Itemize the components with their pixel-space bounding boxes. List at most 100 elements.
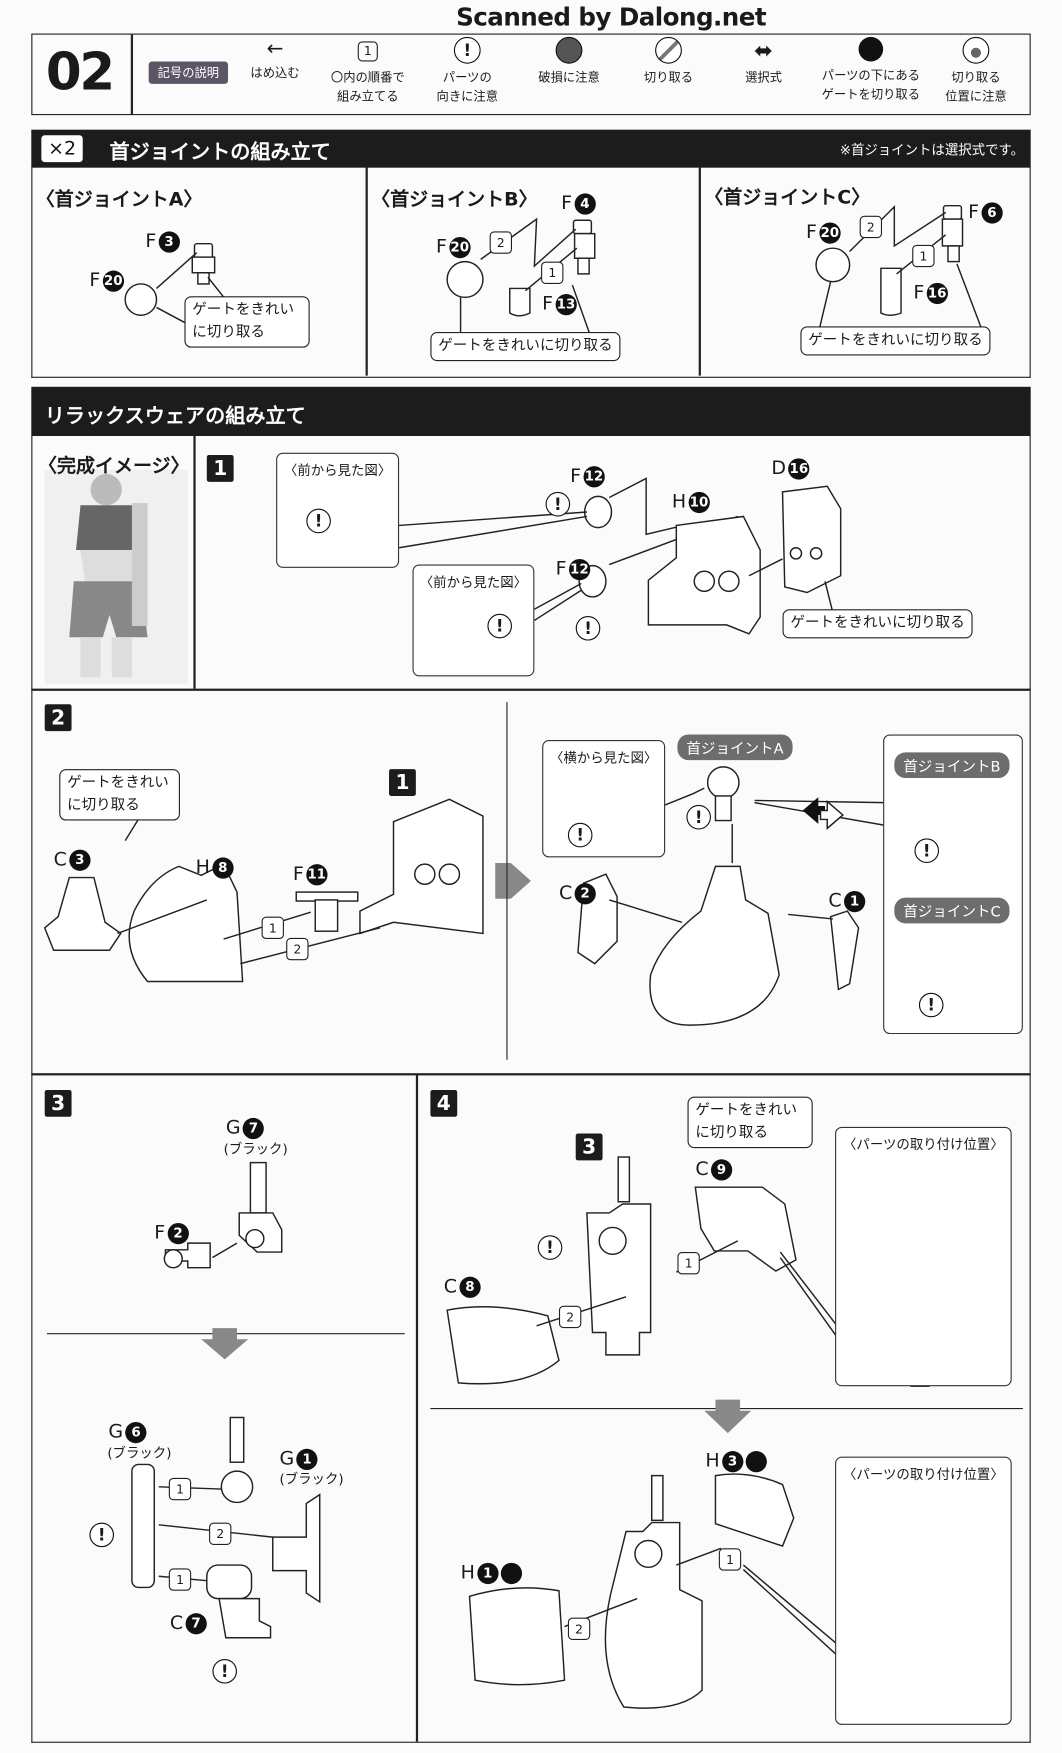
legend-header: 02 記号の説明 ← はめ込む 1 〇内の順番で 組み立てる パーツの 向きに注…	[31, 33, 1031, 116]
step-order-2: 2	[286, 937, 309, 961]
step-order-2: 2	[859, 215, 883, 239]
exclamation-icon	[567, 822, 593, 848]
exclamation-icon	[545, 491, 571, 517]
legend-label: 切り取る	[643, 70, 694, 85]
legend-label: 向きに注意	[436, 89, 499, 104]
legend-item-order: 1 〇内の順番で 組み立てる	[325, 41, 410, 105]
step-order-2: 2	[489, 231, 512, 254]
front-view-box: 〈前から見た図〉	[412, 564, 535, 677]
front-view-box: 〈前から見た図〉	[276, 452, 400, 568]
step-order-1: 1	[718, 1548, 742, 1571]
exclamation-icon	[453, 36, 481, 64]
neck-joint-c-title: 〈首ジョイントC〉	[704, 186, 871, 210]
section-note: ※首ジョイントは選択式です。	[839, 141, 1024, 158]
legend-label: 切り取る	[951, 70, 1001, 85]
legend-item-breakage: 破損に注意	[531, 36, 607, 86]
header-divider	[130, 34, 133, 115]
neck-joint-c-drawing	[815, 204, 983, 329]
exclamation-icon	[686, 804, 711, 830]
step-number-2: 2	[44, 704, 72, 732]
ref-step-1: 1	[389, 769, 416, 796]
view-label: 〈横から見た図〉	[549, 750, 658, 766]
view-label: 〈前から見た図〉	[419, 574, 528, 591]
divider	[193, 435, 196, 689]
gate-cut-callout: ゲートをきれいに切り取る	[184, 296, 310, 348]
exclamation-icon	[89, 1522, 115, 1548]
legend-label: 破損に注意	[538, 70, 600, 85]
exclamation-icon	[487, 613, 512, 639]
step-order-1: 1	[677, 1252, 700, 1275]
completion-image-label: 〈完成イメージ〉	[38, 454, 190, 478]
step-order-1: 1	[541, 261, 564, 284]
panel-divider	[698, 166, 701, 376]
quantity-badge: ×2	[41, 135, 83, 163]
exclamation-icon	[537, 1235, 563, 1260]
neck-joint-b-tag: 首ジョイントB	[894, 752, 1010, 779]
neck-panels	[31, 166, 1031, 378]
cut-position-icon	[962, 36, 990, 64]
legend-label: 選択式	[745, 70, 782, 85]
selection-arrows-icon: ⬌	[754, 36, 773, 64]
watermark: Scanned by Dalong.net	[456, 4, 767, 33]
neck-joint-b-title: 〈首ジョイントB〉	[371, 188, 538, 212]
neck-joint-c-tag: 首ジョイントC	[894, 897, 1010, 924]
divider	[415, 1074, 418, 1742]
divider	[31, 1073, 1031, 1075]
legend-title: 記号の説明	[148, 61, 229, 84]
neck-joint-a-drawing	[124, 242, 230, 325]
step-order-1: 1	[168, 1568, 192, 1591]
cut-under-gate-icon	[745, 1450, 767, 1472]
divider	[31, 688, 1031, 691]
step-order-1: 1	[912, 244, 935, 268]
attachment-position-box: 〈パーツの取り付け位置〉	[835, 1456, 1012, 1725]
color-note-black: (ブラック)	[223, 1141, 288, 1158]
legend-label: はめ込む	[250, 65, 300, 81]
legend-item-snap: ← はめ込む	[245, 36, 305, 81]
color-note-black: (ブラック)	[107, 1445, 172, 1462]
exclamation-icon	[306, 508, 331, 534]
section-title: 首ジョイントの組み立て	[109, 140, 331, 165]
exclamation-icon	[914, 838, 940, 864]
divider	[506, 702, 508, 1060]
gate-cut-callout: ゲートをきれいに切り取る	[59, 769, 180, 821]
color-note-black: (ブラック)	[279, 1471, 344, 1487]
neck-joint-a-title: 〈首ジョイントA〉	[35, 188, 203, 212]
exclamation-icon	[918, 992, 944, 1018]
legend-item-under-gate: パーツの下にある ゲートを切り取る	[815, 36, 927, 103]
legend-label: パーツの下にある	[821, 68, 920, 83]
step-number-3: 3	[44, 1089, 72, 1117]
legend-label: ゲートを切り取る	[821, 87, 921, 102]
neck-joint-options-box	[883, 734, 1023, 1035]
step-order-1: 1	[261, 916, 284, 940]
page-number: 02	[45, 41, 115, 102]
breakage-icon	[555, 36, 583, 64]
legend-item-orientation: パーツの 向きに注意	[430, 36, 504, 105]
gate-cut-callout: ゲートをきれいに切り取る	[782, 609, 973, 639]
view-label: 〈パーツの取り付け位置〉	[843, 1466, 1004, 1483]
arrow-left-icon: ←	[266, 36, 284, 61]
legend-label: 位置に注意	[945, 89, 1007, 104]
hexagon-1-icon: 1	[357, 41, 378, 62]
exclamation-icon	[575, 615, 601, 641]
legend-item-cut: 切り取る	[634, 36, 703, 86]
